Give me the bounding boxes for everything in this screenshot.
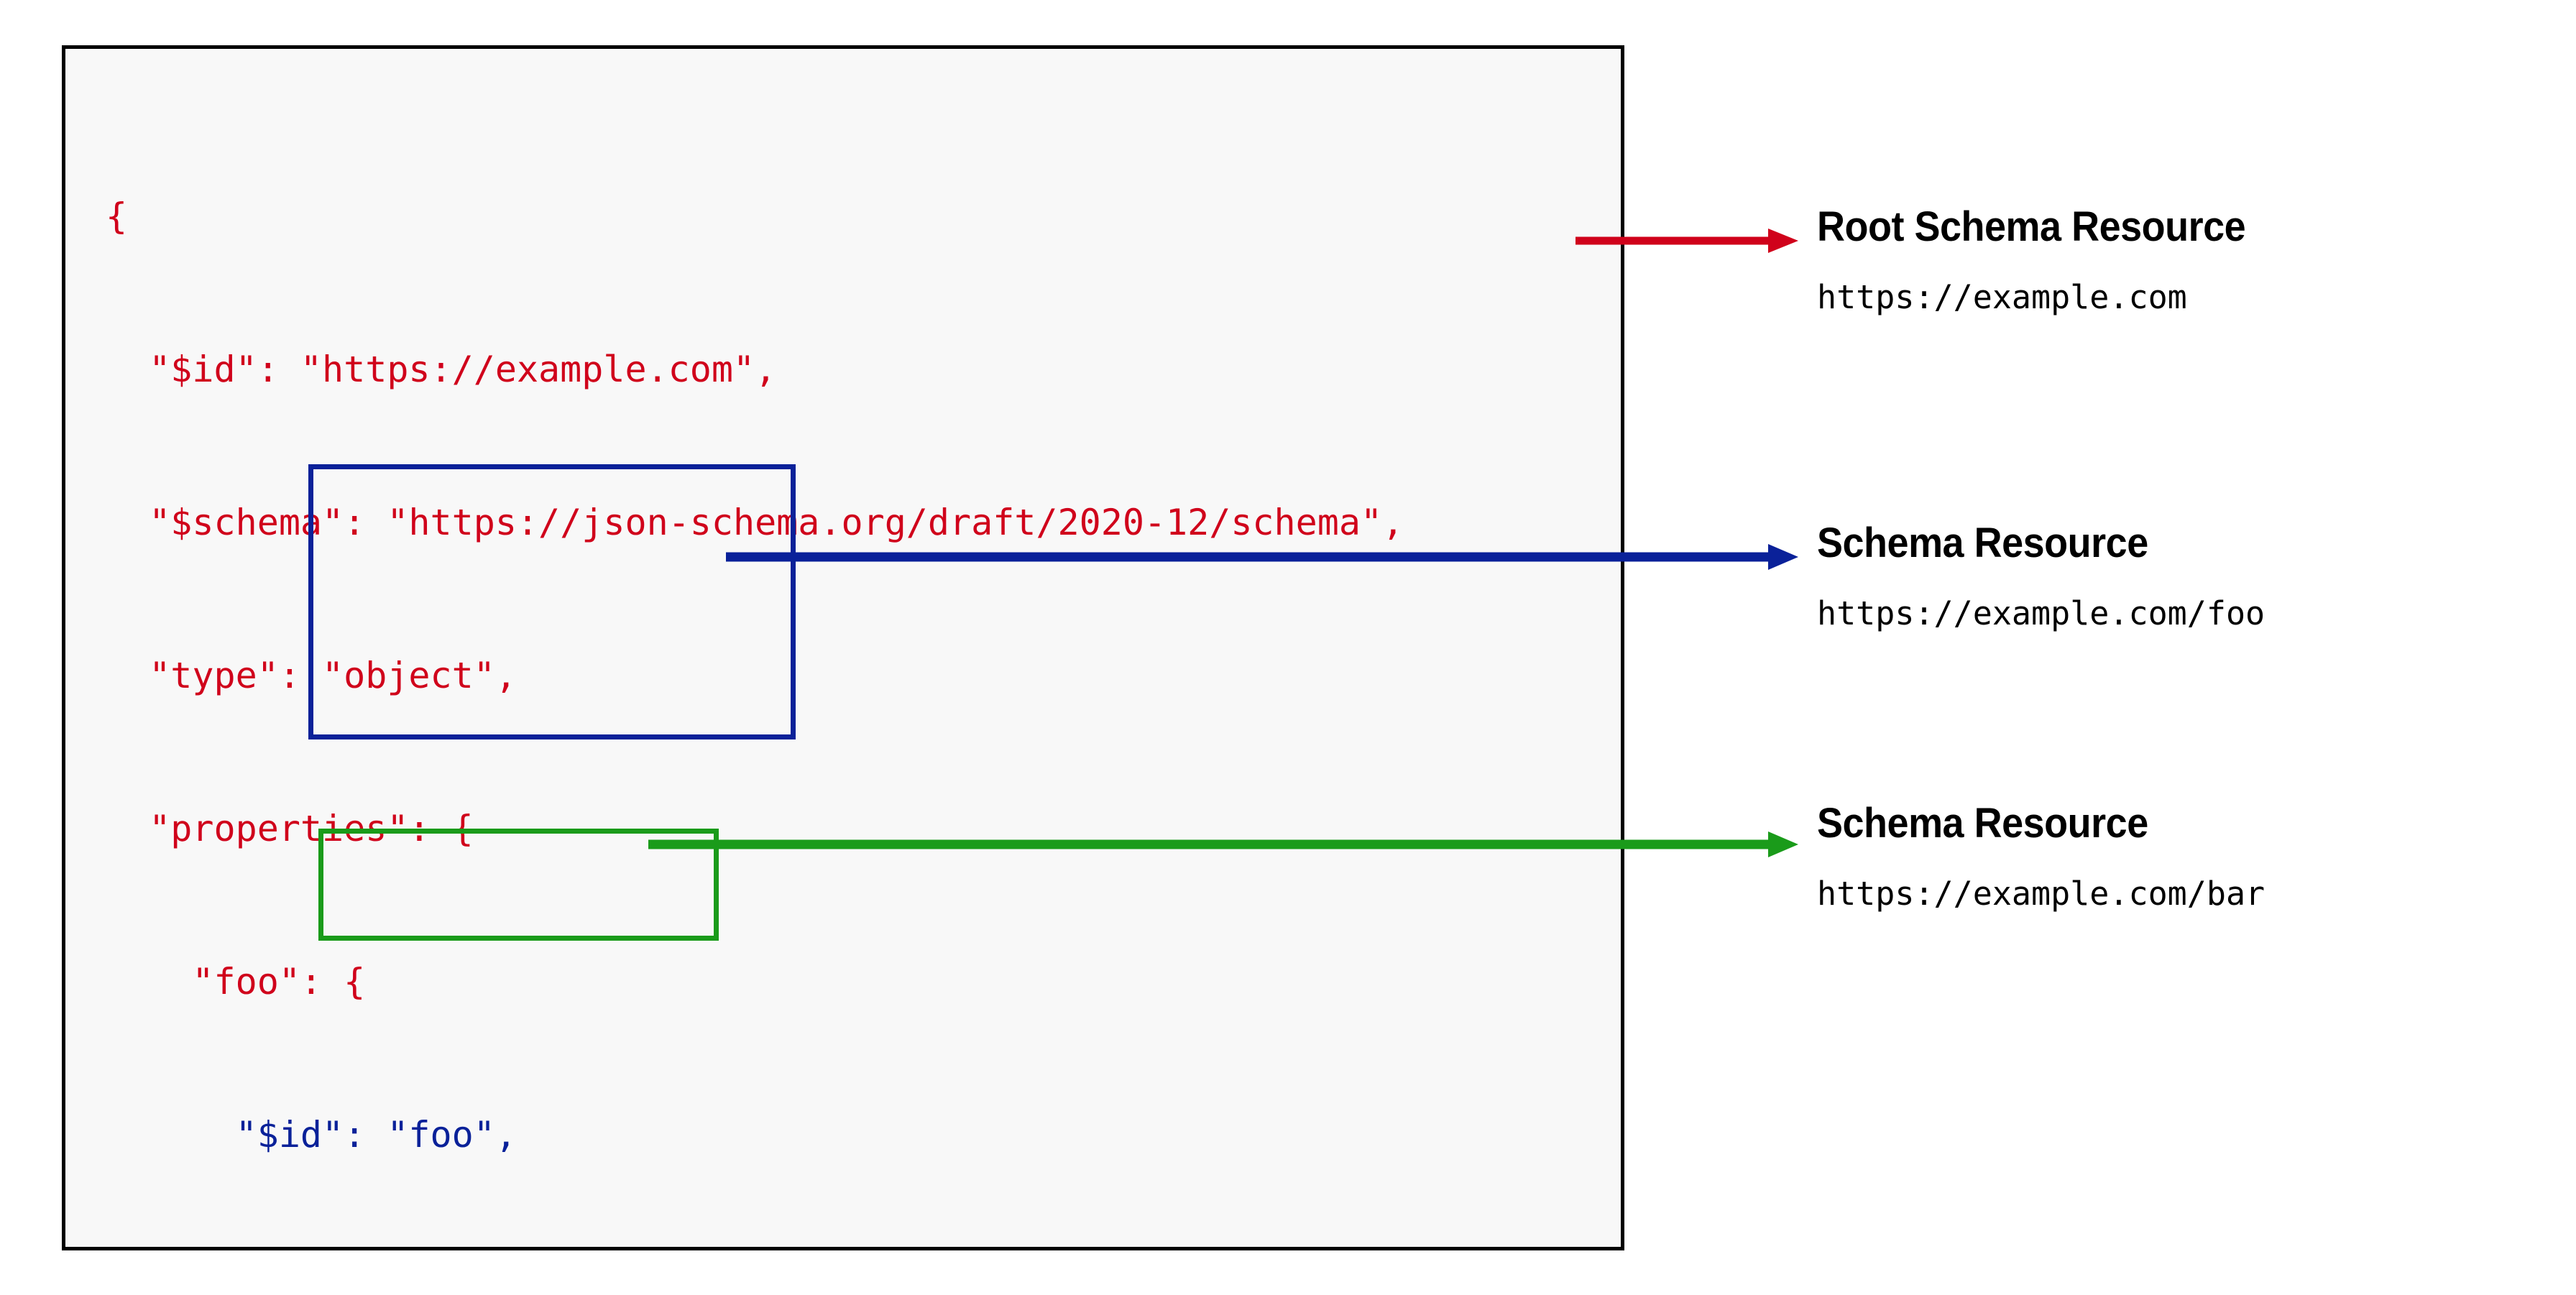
json-code-block: { "$id": "https://example.com", "$schema… [106,89,1404,1247]
code-line: "$id": "https://example.com", [106,349,777,390]
code-line: "$id": "foo", [106,1114,517,1156]
annotation-title: Schema Resource [1817,800,2148,847]
annotation-bar-schema: Schema Resource https://example.com/bar [1817,800,2543,913]
code-line: "type": "object", [106,655,517,696]
annotation-foo-schema: Schema Resource https://example.com/foo [1817,520,2543,633]
code-line: "properties": { [106,808,474,849]
annotation-title: Root Schema Resource [1817,203,2246,250]
annotation-url: https://example.com/bar [1817,875,2266,913]
annotation-url: https://example.com/foo [1817,594,2266,632]
annotation-url: https://example.com [1817,278,2187,316]
annotation-title: Schema Resource [1817,520,2148,566]
code-line: { [106,195,128,237]
annotation-root-schema: Root Schema Resource https://example.com [1817,203,2543,317]
code-line: "foo": { [106,961,366,1003]
json-code-panel: { "$id": "https://example.com", "$schema… [62,45,1624,1250]
code-line: "$schema": "https://json-schema.org/draf… [106,502,1404,543]
